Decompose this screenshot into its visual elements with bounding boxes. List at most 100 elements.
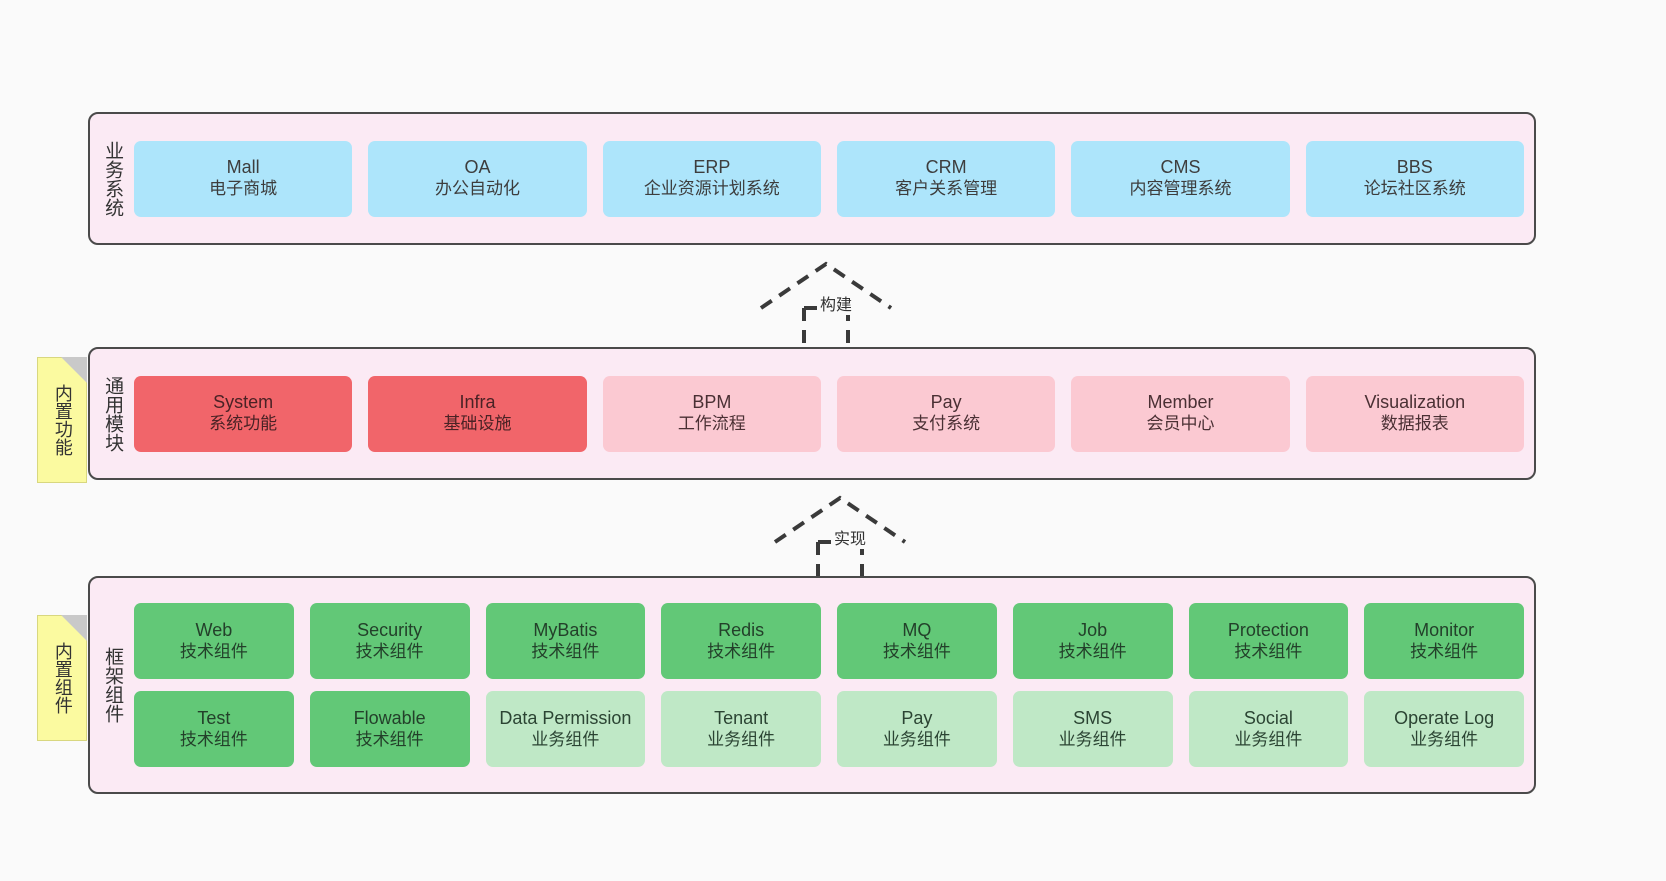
card-title-en: MQ — [902, 619, 932, 640]
card-title-cn: 技术组件 — [882, 641, 951, 661]
card-title-cn: 客户关系管理 — [895, 179, 998, 199]
card-title-en: Tenant — [714, 707, 769, 728]
card-title-cn: 技术组件 — [355, 729, 424, 749]
card-bbs[interactable]: BBS 论坛社区系统 — [1305, 140, 1524, 217]
card-title-en: Flowable — [353, 707, 426, 728]
card-title-en: System — [213, 392, 274, 413]
note-builtin-component[interactable]: 内置组件 — [37, 615, 87, 741]
layer-common-module[interactable]: 通用模块 System 系统功能 Infra 基础设施 BPM 工作流程 Pay… — [88, 347, 1536, 480]
note-fold-icon — [61, 615, 87, 641]
card-row: Test 技术组件 Flowable 技术组件 Data Permission … — [134, 691, 1524, 767]
card-pay[interactable]: Pay 支付系统 — [836, 375, 1056, 452]
card-erp[interactable]: ERP 企业资源计划系统 — [602, 140, 821, 217]
layer-framework-component[interactable]: 框架组件 Web 技术组件 Security 技术组件 MyBatis 技术组件… — [88, 576, 1536, 794]
card-title-en: Redis — [718, 619, 765, 640]
card-title-en: CMS — [1160, 157, 1201, 178]
card-title-en: SMS — [1073, 707, 1113, 728]
card-member[interactable]: Member 会员中心 — [1071, 375, 1290, 452]
card-title-cn: 数据报表 — [1380, 414, 1449, 434]
card-title-cn: 技术组件 — [1410, 641, 1479, 661]
card-title-cn: 技术组件 — [707, 641, 776, 661]
card-cms[interactable]: CMS 内容管理系统 — [1071, 140, 1290, 217]
card-title-cn: 业务组件 — [1058, 729, 1127, 749]
card-title-en: Data Permission — [499, 707, 632, 728]
card-title-en: Visualization — [1364, 392, 1466, 413]
card-title-en: Job — [1078, 619, 1108, 640]
note-label: 内置组件 — [52, 642, 73, 714]
card-title-en: Security — [357, 619, 423, 640]
layer-business-system[interactable]: 业务系统 Mall 电子商城 OA 办公自动化 ERP 企业资源计划系统 CRM… — [88, 112, 1536, 245]
card-monitor[interactable]: Monitor 技术组件 — [1364, 603, 1524, 679]
card-title-cn: 内容管理系统 — [1129, 179, 1232, 199]
card-title-cn: 业务组件 — [882, 729, 951, 749]
card-operate-log[interactable]: Operate Log 业务组件 — [1364, 691, 1524, 767]
card-mybatis[interactable]: MyBatis 技术组件 — [485, 603, 646, 679]
card-title-cn: 工作流程 — [677, 414, 746, 434]
layer-body-common-module: System 系统功能 Infra 基础设施 BPM 工作流程 Pay 支付系统… — [134, 349, 1534, 478]
card-redis[interactable]: Redis 技术组件 — [661, 603, 821, 679]
card-title-en: Test — [197, 707, 231, 728]
card-title-cn: 技术组件 — [1234, 641, 1303, 661]
card-title-cn: 会员中心 — [1146, 414, 1215, 434]
card-row: Web 技术组件 Security 技术组件 MyBatis 技术组件 Redi… — [134, 603, 1524, 679]
card-protection[interactable]: Protection 技术组件 — [1188, 603, 1349, 679]
card-title-cn: 技术组件 — [355, 641, 424, 661]
card-title-en: Pay — [930, 392, 962, 413]
card-title-cn: 业务组件 — [1410, 729, 1479, 749]
card-job[interactable]: Job 技术组件 — [1012, 603, 1173, 679]
card-title-cn: 电子商城 — [209, 179, 278, 199]
card-web[interactable]: Web 技术组件 — [134, 603, 294, 679]
card-crm[interactable]: CRM 客户关系管理 — [836, 140, 1056, 217]
card-title-cn: 支付系统 — [912, 414, 981, 434]
card-title-en: CRM — [925, 157, 967, 178]
card-title-cn: 办公自动化 — [434, 179, 520, 199]
card-infra[interactable]: Infra 基础设施 — [368, 375, 587, 452]
card-social[interactable]: Social 业务组件 — [1188, 691, 1349, 767]
card-visualization[interactable]: Visualization 数据报表 — [1305, 375, 1524, 452]
card-title-cn: 技术组件 — [1058, 641, 1127, 661]
card-title-cn: 企业资源计划系统 — [643, 179, 780, 199]
note-builtin-function[interactable]: 内置功能 — [37, 357, 87, 483]
card-security[interactable]: Security 技术组件 — [309, 603, 470, 679]
card-title-cn: 技术组件 — [179, 641, 248, 661]
card-title-cn: 业务组件 — [1234, 729, 1303, 749]
card-flowable[interactable]: Flowable 技术组件 — [309, 691, 470, 767]
card-bpm[interactable]: BPM 工作流程 — [602, 375, 821, 452]
card-title-en: Protection — [1227, 619, 1309, 640]
card-system[interactable]: System 系统功能 — [134, 375, 353, 452]
card-title-en: Monitor — [1414, 619, 1475, 640]
card-title-cn: 业务组件 — [707, 729, 776, 749]
layer-title-framework-component: 框架组件 — [102, 647, 124, 723]
card-tenant[interactable]: Tenant 业务组件 — [661, 691, 821, 767]
card-title-en: Web — [195, 619, 233, 640]
card-title-cn: 技术组件 — [531, 641, 600, 661]
card-row: System 系统功能 Infra 基础设施 BPM 工作流程 Pay 支付系统… — [134, 375, 1524, 452]
card-mall[interactable]: Mall 电子商城 — [134, 140, 353, 217]
card-data-permission[interactable]: Data Permission 业务组件 — [485, 691, 646, 767]
card-title-en: Pay — [901, 707, 933, 728]
card-title-en: Member — [1147, 392, 1214, 413]
layer-title-common-module: 通用模块 — [102, 375, 124, 452]
connector-label-implement: 实现 — [832, 525, 869, 549]
card-title-en: Operate Log — [1394, 707, 1495, 728]
card-title-en: OA — [464, 157, 491, 178]
card-title-en: BPM — [692, 392, 732, 413]
card-title-cn: 业务组件 — [531, 729, 600, 749]
card-title-en: ERP — [693, 157, 731, 178]
card-oa[interactable]: OA 办公自动化 — [368, 140, 587, 217]
card-sms[interactable]: SMS 业务组件 — [1012, 691, 1173, 767]
card-title-cn: 系统功能 — [209, 414, 278, 434]
card-pay-component[interactable]: Pay 业务组件 — [837, 691, 997, 767]
card-title-en: Mall — [226, 157, 260, 178]
note-fold-icon — [61, 357, 87, 383]
card-mq[interactable]: MQ 技术组件 — [837, 603, 997, 679]
card-test[interactable]: Test 技术组件 — [134, 691, 294, 767]
layer-body-framework-component: Web 技术组件 Security 技术组件 MyBatis 技术组件 Redi… — [134, 578, 1534, 792]
card-title-cn: 基础设施 — [443, 414, 512, 434]
connector-build: 构建 — [756, 258, 916, 348]
card-title-en: Infra — [459, 392, 496, 413]
layer-title-business-system: 业务系统 — [102, 140, 124, 217]
card-title-cn: 技术组件 — [179, 729, 248, 749]
card-title-en: MyBatis — [533, 619, 598, 640]
